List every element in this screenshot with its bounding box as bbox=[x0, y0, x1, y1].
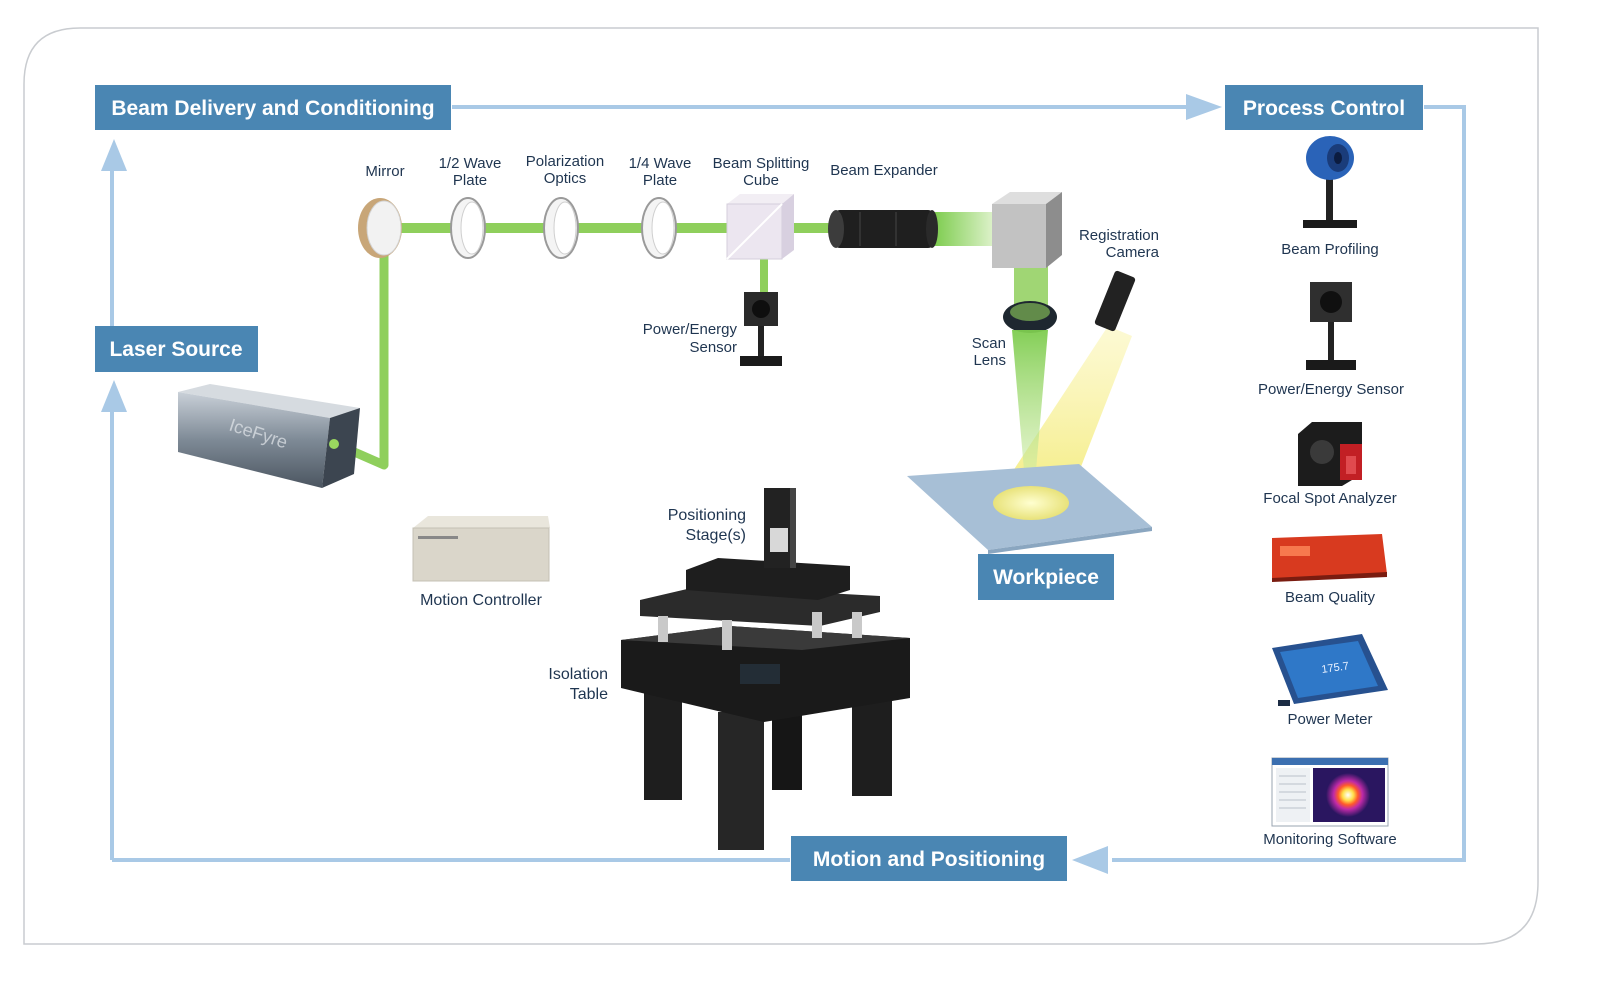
scan-cone bbox=[1012, 330, 1048, 494]
beam-expander bbox=[828, 210, 938, 248]
label-half-wave-line2: Plate bbox=[453, 172, 487, 189]
laser-device: IceFyre bbox=[178, 384, 360, 488]
motion-controller-device bbox=[412, 516, 550, 582]
process-control-labels: Beam Profiling Power/Energy Sensor Focal… bbox=[1258, 241, 1404, 848]
label-table-line2: Table bbox=[570, 686, 608, 703]
label-polarization-line2: Optics bbox=[544, 170, 587, 187]
label-beam-quality: Beam Quality bbox=[1285, 589, 1376, 606]
label-quarter-wave-line1: 1/4 Wave bbox=[629, 155, 692, 172]
label-power-meter: Power Meter bbox=[1287, 711, 1372, 728]
label-scan-line1: Scan bbox=[972, 335, 1006, 352]
label-half-wave-line1: 1/2 Wave bbox=[439, 155, 502, 172]
arrowhead-right bbox=[1186, 94, 1222, 120]
beam-to-scan-lens bbox=[1014, 262, 1048, 308]
arrow-heads bbox=[101, 94, 1222, 874]
label-camera-line1: Registration bbox=[1079, 227, 1159, 244]
arrowhead-up-upper bbox=[101, 139, 127, 171]
label-motion-controller: Motion Controller bbox=[420, 592, 543, 609]
header-process-control: Process Control bbox=[1225, 85, 1423, 130]
beam-profiler-device bbox=[1303, 136, 1357, 228]
scan-lens bbox=[1003, 301, 1057, 333]
label-polarization-line1: Polarization bbox=[526, 153, 604, 170]
label-monitoring-software: Monitoring Software bbox=[1263, 831, 1396, 848]
label-beam-expander: Beam Expander bbox=[830, 162, 938, 179]
mirror bbox=[358, 198, 402, 258]
header-laser-source-label: Laser Source bbox=[109, 338, 242, 361]
half-wave-plate bbox=[450, 197, 486, 259]
registration-camera bbox=[1094, 270, 1136, 332]
label-camera-line2: Camera bbox=[1106, 244, 1160, 261]
beam-path-labels: Mirror 1/2 Wave Plate Polarization Optic… bbox=[365, 153, 1159, 369]
header-workpiece: Workpiece bbox=[978, 554, 1114, 600]
label-mirror: Mirror bbox=[365, 163, 404, 180]
quarter-wave-plate bbox=[641, 197, 677, 259]
label-focal-spot-analyzer: Focal Spot Analyzer bbox=[1263, 490, 1396, 507]
isolation-table-device bbox=[621, 626, 910, 850]
power-meter-reading: 175.7 bbox=[1321, 660, 1350, 676]
focal-spot-analyzer-device bbox=[1298, 422, 1362, 486]
motion-labels: Motion Controller Positioning Stage(s) I… bbox=[420, 507, 746, 703]
polarization-optics bbox=[543, 197, 579, 259]
label-stages-line2: Stage(s) bbox=[686, 527, 746, 544]
power-energy-sensor-device bbox=[1306, 282, 1356, 370]
label-quarter-wave-line2: Plate bbox=[643, 172, 677, 189]
label-beam-profiling: Beam Profiling bbox=[1281, 241, 1379, 258]
beam-splitting-cube bbox=[726, 194, 794, 260]
arrow-right bbox=[1112, 105, 1466, 862]
header-laser-source: Laser Source bbox=[95, 326, 258, 372]
monitoring-software-screenshot bbox=[1271, 757, 1389, 827]
header-workpiece-label: Workpiece bbox=[993, 566, 1099, 589]
header-process-control-label: Process Control bbox=[1243, 97, 1405, 120]
power-meter-device: 175.7 bbox=[1272, 634, 1388, 706]
label-sensor-line2: Sensor bbox=[689, 339, 737, 356]
label-power-energy-sensor: Power/Energy Sensor bbox=[1258, 381, 1404, 398]
arrowhead-left bbox=[1072, 846, 1108, 874]
label-table-line1: Isolation bbox=[548, 666, 608, 683]
workpiece-plate bbox=[907, 464, 1152, 554]
label-scan-line2: Lens bbox=[973, 352, 1006, 369]
label-splitter-line2: Cube bbox=[743, 172, 779, 189]
label-stages-line1: Positioning bbox=[668, 507, 746, 524]
header-motion-positioning-label: Motion and Positioning bbox=[813, 848, 1045, 871]
positioning-stages-device bbox=[640, 488, 880, 650]
beam-splitter-sensor bbox=[740, 292, 782, 366]
turning-mirror-box bbox=[992, 192, 1062, 268]
beam-quality-device bbox=[1272, 534, 1387, 582]
header-motion-positioning: Motion and Positioning bbox=[791, 836, 1067, 881]
outer-frame bbox=[23, 27, 1539, 945]
label-sensor-line1: Power/Energy bbox=[643, 321, 738, 338]
expanded-beam bbox=[934, 212, 1000, 246]
laser-aperture bbox=[329, 439, 339, 449]
header-beam-delivery: Beam Delivery and Conditioning bbox=[95, 85, 451, 130]
arrowhead-up-lower bbox=[101, 380, 127, 412]
header-beam-delivery-label: Beam Delivery and Conditioning bbox=[111, 97, 434, 120]
flow-arrows bbox=[110, 105, 1466, 862]
label-splitter-line1: Beam Splitting bbox=[713, 155, 810, 172]
